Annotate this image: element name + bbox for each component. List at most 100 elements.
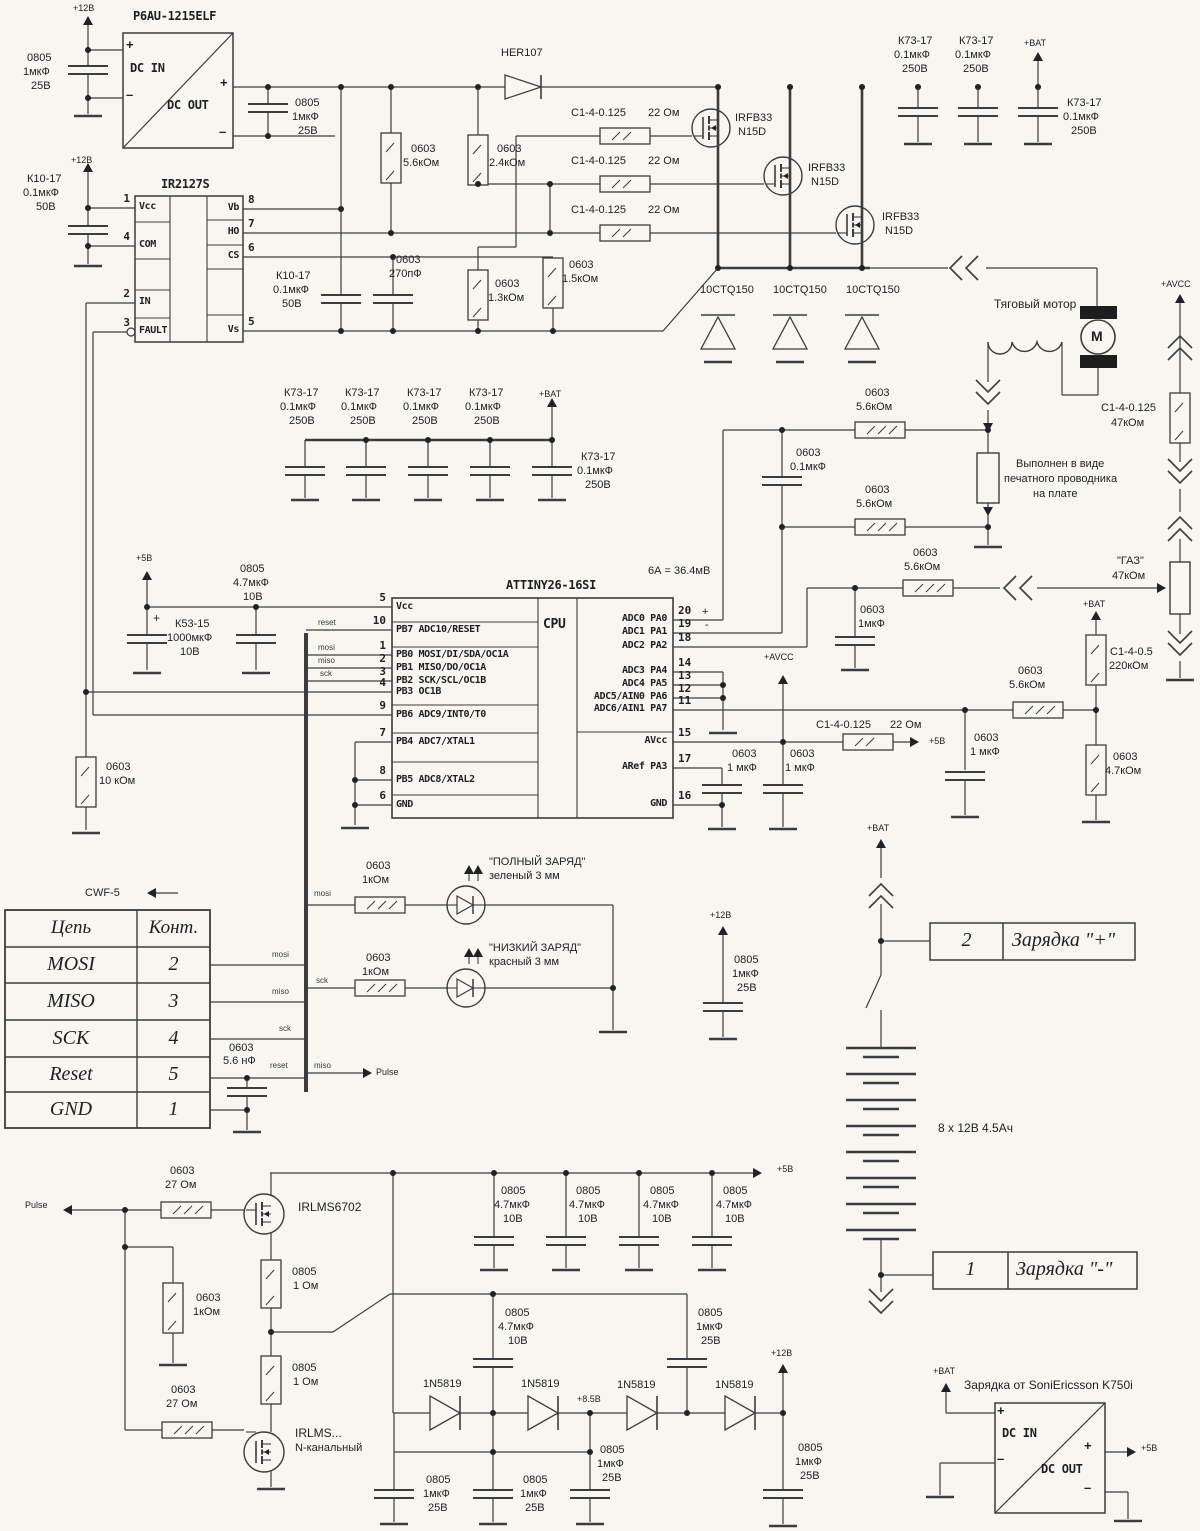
part-label: 1мкФ xyxy=(795,1456,822,1468)
part-label: 4.7мкФ xyxy=(498,1321,535,1333)
arrow-head xyxy=(1127,1447,1136,1457)
arrow-head xyxy=(910,737,919,747)
part-label: C1-4-0.125 xyxy=(1101,402,1157,414)
driver-pin-number: 4 xyxy=(123,230,130,243)
table-row-signal: Reset xyxy=(49,1063,93,1085)
junction-dot xyxy=(390,1170,396,1176)
part-label: 22 Ом xyxy=(890,719,922,731)
junction-dot xyxy=(962,707,968,713)
net-label: +5В xyxy=(136,553,153,563)
part-label: N15D xyxy=(738,126,767,138)
cpu-pin-number: 13 xyxy=(678,669,692,682)
resistor-symbol xyxy=(1090,672,1100,683)
resistor-symbol xyxy=(184,1425,194,1435)
wire xyxy=(332,1293,391,1333)
part-label: miso xyxy=(314,1061,331,1070)
cpu-pin-name: Vcc xyxy=(396,601,413,612)
resistor-symbol xyxy=(162,1282,184,1334)
resistor-symbol xyxy=(547,267,557,278)
part-label: 0603 xyxy=(106,761,131,773)
arrow-head xyxy=(473,865,483,874)
part-label: "ГАЗ" xyxy=(1117,555,1144,567)
junction-dot xyxy=(352,802,358,808)
part-label: 0603 xyxy=(229,1042,254,1054)
driver-pin-number: 5 xyxy=(248,315,255,328)
net-label: +BAT xyxy=(933,1366,956,1376)
net-label: +5В xyxy=(1141,1443,1158,1453)
cpu-pin-number: 17 xyxy=(678,752,692,765)
motor-symbol xyxy=(1080,306,1117,319)
dc-converter-box xyxy=(122,32,234,149)
junction-dot xyxy=(475,181,481,187)
part-label: К10-17 xyxy=(276,270,311,282)
arrow-head xyxy=(1033,52,1043,61)
arrow-head xyxy=(547,398,557,407)
part-label: 0805 xyxy=(723,1185,748,1197)
junction-dot xyxy=(715,265,721,271)
part-label: 1мкФ xyxy=(23,66,50,78)
part-label: 1кОм xyxy=(362,966,390,978)
resistor-symbol xyxy=(172,1205,182,1215)
net-label: +BAT xyxy=(1083,599,1106,609)
part-label: 0603 xyxy=(366,860,391,872)
chevron-mark xyxy=(1002,575,1017,601)
part-label: + xyxy=(997,1403,1005,1418)
cpu-pin-number: 12 xyxy=(678,682,692,695)
cpu-pin-name: PB6 ADC9/INT0/T0 xyxy=(396,709,486,720)
junction-dot xyxy=(487,437,493,443)
junction-dot xyxy=(715,84,721,90)
mosfet-symbol xyxy=(691,108,731,148)
diode-symbol xyxy=(626,1394,659,1432)
part-label: – xyxy=(126,87,134,102)
part-label: 250В xyxy=(412,415,438,427)
part-label: 0.1мкФ xyxy=(894,49,931,61)
cpu-pin-number: 7 xyxy=(379,726,386,739)
chevron-mark xyxy=(964,255,979,281)
part-label: 10В xyxy=(503,1213,523,1225)
mosfet-symbol xyxy=(763,156,803,196)
table-row-pin: 3 xyxy=(168,990,179,1012)
resistor-symbol xyxy=(914,583,924,593)
part-label: 0603 xyxy=(796,447,821,459)
junction-dot xyxy=(388,230,394,236)
part-label: 4.7мкФ xyxy=(494,1199,531,1211)
cpu-pin-number: 3 xyxy=(379,665,386,678)
part-label: - xyxy=(705,619,709,631)
part-label: 0603 xyxy=(396,254,421,266)
driver-pin-name: CS xyxy=(227,250,240,261)
arrow-head xyxy=(778,1364,788,1373)
part-label: + xyxy=(220,75,228,90)
table-row-signal: MOSI xyxy=(47,953,95,975)
chevron-mark xyxy=(1018,575,1033,601)
motor-symbol-letter: M xyxy=(1091,328,1103,344)
part-label: 0805 xyxy=(523,1474,548,1486)
cpu-pin-number: 5 xyxy=(379,591,386,604)
part-label: 0603 xyxy=(913,547,938,559)
part-label: 25В xyxy=(737,982,757,994)
cpu-pin-number: 20 xyxy=(678,604,692,617)
part-label: 250В xyxy=(902,63,928,75)
dc-converter-box xyxy=(122,32,234,149)
junction-dot xyxy=(859,84,865,90)
driver-pin-name: HO xyxy=(227,226,240,237)
cpu-pin-name: PB5 ADC8/XTAL2 xyxy=(396,774,475,785)
cpu-pin-number: 19 xyxy=(678,617,692,630)
junction-dot xyxy=(363,437,369,443)
part-label: sck xyxy=(316,976,328,985)
part-label: 4.7мкФ xyxy=(716,1199,753,1211)
part-label: К73-17 xyxy=(469,387,504,399)
junction-dot xyxy=(720,682,726,688)
arrow-head xyxy=(83,163,93,172)
part-label: 25В xyxy=(428,1502,448,1514)
charger-out-label: DC OUT xyxy=(1041,1462,1083,1476)
mosfet-symbol xyxy=(264,1211,269,1217)
resistor-symbol xyxy=(1035,705,1045,715)
junction-dot xyxy=(338,206,344,212)
part-label: 0.1мкФ xyxy=(403,401,440,413)
junction-dot xyxy=(587,1410,593,1416)
driver-pin-number: 7 xyxy=(248,217,255,230)
resistor-symbol xyxy=(1024,705,1034,715)
junction-dot xyxy=(787,84,793,90)
part-label: C1-4-0.125 xyxy=(816,719,872,731)
